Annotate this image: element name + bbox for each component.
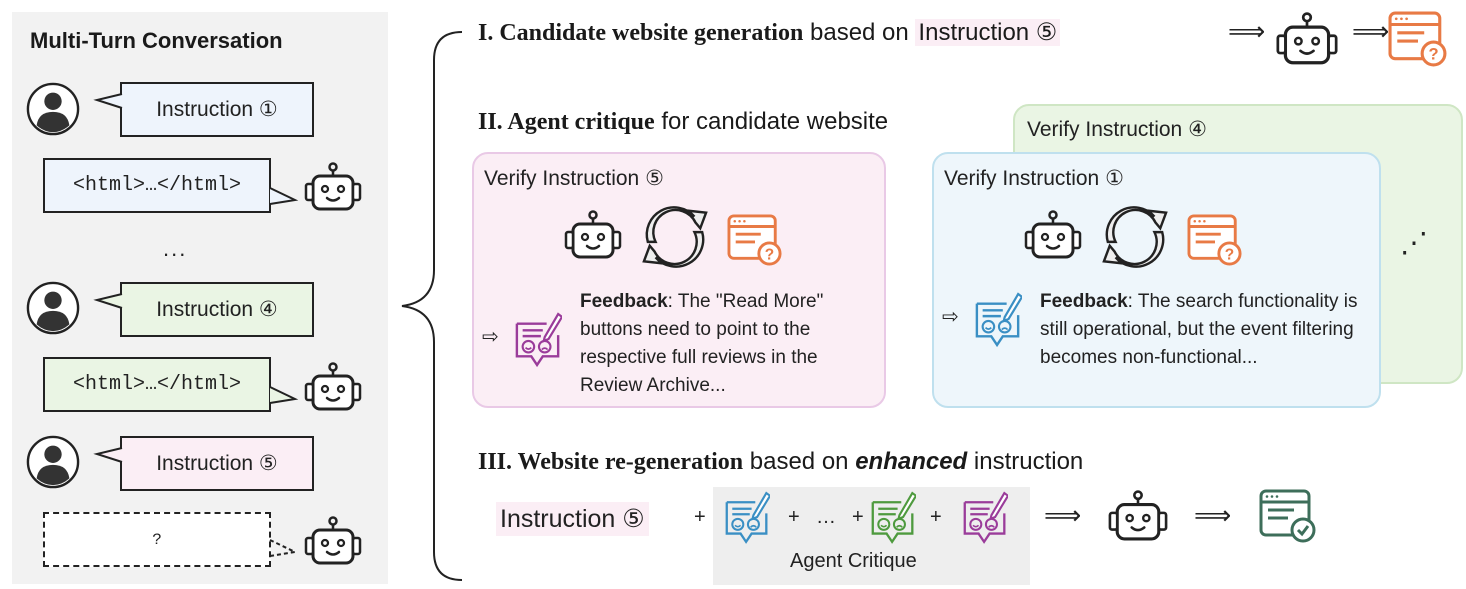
- user-icon: [26, 435, 80, 489]
- brace: [401, 31, 463, 581]
- bubble-tail: [269, 386, 299, 404]
- step3-text-end: instruction: [967, 448, 1084, 475]
- arrow-icon: ⟹: [1228, 16, 1266, 46]
- feedback-body: : The "Read More" buttons need to point …: [580, 291, 824, 396]
- instruction-highlight: Instruction ⑤: [915, 19, 1061, 46]
- user-message: Instruction ④: [156, 298, 278, 321]
- robot-icon: [303, 162, 363, 212]
- ellipsis: ...: [163, 236, 188, 261]
- robot-icon: [1274, 12, 1340, 66]
- ellipsis: …: [816, 506, 836, 528]
- arrow-icon: ⟹: [1044, 500, 1082, 530]
- step2-title: II. Agent critique for candidate website: [478, 108, 888, 136]
- robot-icon: [1106, 490, 1170, 542]
- panel-title: Multi-Turn Conversation: [30, 28, 283, 53]
- refresh-cycle-icon: [636, 203, 714, 271]
- pending-response: ?: [152, 530, 162, 549]
- plus-sign: +: [788, 506, 800, 528]
- pointer-arrow-icon: ⇨: [942, 306, 959, 328]
- more-cards-ellipsis: ⋰: [1400, 227, 1428, 258]
- step1-title: I. Candidate website generation based on…: [478, 18, 1061, 47]
- bubble-tail: [93, 93, 123, 109]
- critique-icon: [974, 290, 1022, 348]
- instruction-highlight: Instruction ⑤: [496, 502, 649, 536]
- user-message: Instruction ①: [156, 98, 278, 121]
- bubble-tail: [269, 539, 299, 557]
- critique-card-instruction-1: [932, 152, 1381, 408]
- step3-emphasis: enhanced: [855, 448, 968, 475]
- verify-label: Verify Instruction ④: [1027, 118, 1207, 141]
- step2-heading: II. Agent critique: [478, 109, 655, 135]
- step3-text: based on: [743, 448, 856, 475]
- user-icon: [26, 82, 80, 136]
- robot-icon: [303, 362, 363, 412]
- refresh-cycle-icon: [1096, 203, 1174, 271]
- critique-icon: [870, 488, 916, 546]
- feedback-body: : The search functionality is still oper…: [1040, 291, 1358, 368]
- assistant-message: <html>…</html>: [72, 174, 242, 197]
- feedback-text: Feedback: The "Read More" buttons need t…: [580, 288, 870, 400]
- plus-sign: +: [930, 506, 942, 528]
- step1-text: based on: [803, 19, 916, 46]
- step2-text: for candidate website: [654, 108, 889, 135]
- pointer-arrow-icon: ⇨: [482, 326, 499, 348]
- user-message: Instruction ⑤: [156, 452, 278, 475]
- critique-card-instruction-5: [472, 152, 886, 408]
- user-icon: [26, 281, 80, 335]
- user-bubble-1: Instruction ①: [120, 82, 314, 137]
- feedback-label: Feedback: [580, 291, 668, 312]
- feedback-label: Feedback: [1040, 291, 1128, 312]
- assistant-bubble-1: <html>…</html>: [43, 158, 271, 213]
- website-question-icon: [1386, 10, 1450, 68]
- user-bubble-2: Instruction ④: [120, 282, 314, 337]
- verify-label: Verify Instruction ⑤: [484, 167, 664, 190]
- critique-icon: [962, 488, 1008, 546]
- pending-response-bubble: ?: [43, 512, 271, 567]
- plus-sign: +: [852, 506, 864, 528]
- arrow-icon: ⟹: [1194, 500, 1232, 530]
- bubble-tail: [269, 187, 299, 205]
- step3-title: III. Website re-generation based on enha…: [478, 448, 1083, 476]
- assistant-message: <html>…</html>: [72, 373, 242, 396]
- bubble-tail: [93, 293, 123, 309]
- bubble-tail: [93, 447, 123, 463]
- robot-icon: [1022, 210, 1084, 260]
- website-question-icon: [726, 213, 784, 267]
- critique-icon: [724, 488, 770, 546]
- robot-icon: [562, 210, 624, 260]
- verify-label: Verify Instruction ①: [944, 167, 1124, 190]
- website-check-icon: [1258, 488, 1318, 544]
- website-question-icon: [1186, 213, 1244, 267]
- critique-icon: [514, 310, 562, 368]
- step1-heading: I. Candidate website generation: [478, 20, 804, 46]
- agent-critique-label: Agent Critique: [790, 550, 917, 572]
- plus-sign: +: [694, 506, 706, 528]
- feedback-text: Feedback: The search functionality is st…: [1040, 288, 1360, 372]
- user-bubble-3: Instruction ⑤: [120, 436, 314, 491]
- step3-heading: III. Website re-generation: [478, 449, 744, 475]
- robot-icon: [303, 516, 363, 566]
- arrow-icon: ⟹: [1352, 16, 1390, 46]
- assistant-bubble-2: <html>…</html>: [43, 357, 271, 412]
